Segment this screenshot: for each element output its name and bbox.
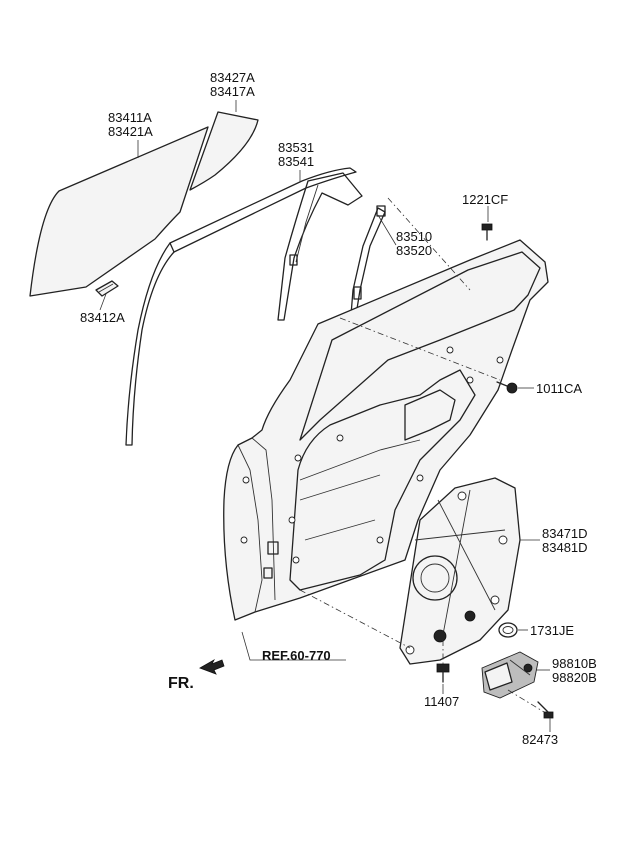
door-frame-molding[interactable] [125,167,357,446]
window-regulator[interactable] [399,477,521,665]
label-motor-1: 98810B [552,656,597,671]
glass-clip[interactable] [95,280,119,297]
label-clip: 83412A [80,310,125,325]
label-regulator-2: 83481D [542,540,588,555]
centerline [299,589,411,649]
label-bolt-top: 1221CF [462,192,508,207]
label-bolt-bottom: 11407 [424,694,459,709]
label-glass-top-2: 83417A [210,84,255,99]
quarter-glass[interactable] [189,111,259,191]
door-glass[interactable] [29,126,209,297]
label-ref: REF.60-770 [262,648,331,663]
label-glass-top-1: 83427A [210,70,255,85]
label-glass-1: 83411A [108,110,152,125]
label-glass-2: 83421A [108,124,153,139]
screw-82473[interactable] [537,701,554,719]
bolt-1011ca[interactable] [496,381,518,394]
label-motor-2: 98820B [552,670,597,685]
bolt-11407[interactable] [436,663,450,683]
label-channel-1: 83531 [278,140,314,155]
label-run-1: 83510 [396,229,432,244]
door-panel[interactable] [223,239,549,621]
rear-channel[interactable] [277,172,363,321]
label-grommet: 1731JE [530,623,574,638]
label-regulator-1: 83471D [542,526,588,541]
centerline [339,317,501,381]
label-run-2: 83520 [396,243,432,258]
label-bolt-side: 1011CA [536,381,582,396]
bolt-1221cf[interactable] [481,223,493,241]
ref-leader [241,631,346,661]
label-front: FR. [168,675,194,692]
front-arrow-icon [199,658,225,675]
grommet[interactable] [498,622,518,638]
label-channel-2: 83541 [278,154,314,169]
centerline [507,689,545,713]
label-screw: 82473 [522,732,558,747]
window-motor[interactable] [481,651,539,699]
